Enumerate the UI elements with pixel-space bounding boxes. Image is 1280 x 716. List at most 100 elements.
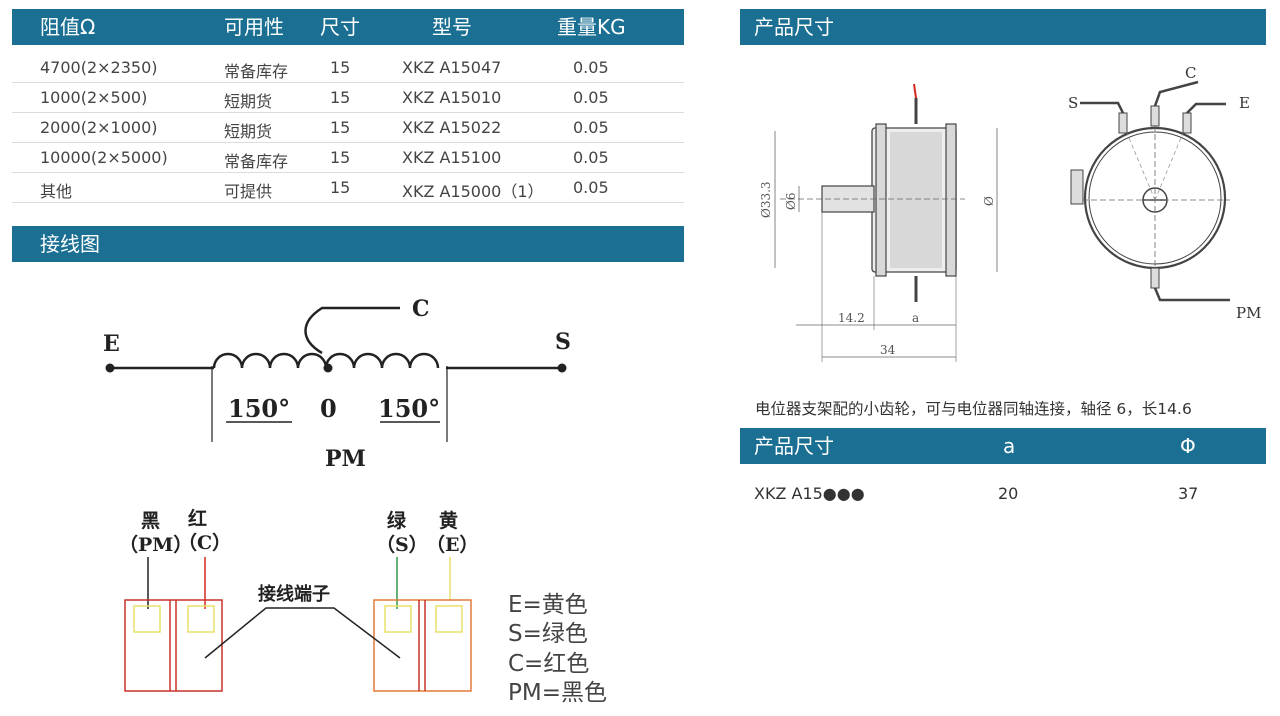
size-cell-phi: 37	[1178, 484, 1199, 503]
pin-c-wire	[1153, 80, 1199, 107]
size-cell-model: XKZ A15●●●	[754, 484, 865, 503]
wiper-guide-1	[1123, 125, 1156, 201]
terminal-block-left	[124, 599, 223, 692]
color-legend-c: C=红色	[508, 651, 590, 677]
color-legend-s: S=绿色	[508, 621, 588, 647]
pin-c-housing	[1150, 105, 1160, 127]
terminal-yellow-signal: （E）	[426, 533, 478, 556]
terminal-black-label: 黑	[141, 510, 160, 532]
wiring-section-header: 接线图	[12, 226, 684, 262]
solder-pad-yellow	[435, 605, 463, 633]
cell-size: 15	[330, 58, 351, 77]
cell-resistance: 10000(2×5000)	[40, 148, 168, 167]
cell-weight: 0.05	[573, 88, 609, 107]
dim-label-phi: Ø	[982, 196, 996, 206]
cell-size: 15	[330, 88, 351, 107]
dim-label-6: Ø6	[784, 193, 798, 210]
table-row: 2000(2×1000) 短期货 15 XKZ A15022 0.05	[12, 112, 684, 143]
cell-availability: 可提供	[224, 182, 273, 201]
color-legend-e: E=黄色	[508, 592, 588, 618]
terminal-block-right	[373, 599, 472, 692]
cell-model: XKZ A15047	[402, 58, 502, 77]
size-table-header: 产品尺寸 a Φ	[740, 428, 1266, 464]
cell-resistance: 2000(2×1000)	[40, 118, 158, 137]
header-resistance: 阻值Ω	[40, 15, 96, 39]
table-row: 4700(2×2350) 常备库存 15 XKZ A15047 0.05	[12, 52, 684, 83]
terminal-pm-dot	[323, 363, 333, 373]
terminal-callout-label: 接线端子	[258, 583, 330, 605]
dim-label-34: 34	[880, 343, 896, 357]
label-angle-right: 150°	[378, 394, 440, 423]
wiring-title: 接线图	[40, 232, 100, 256]
cell-weight: 0.05	[573, 58, 609, 77]
cell-resistance: 4700(2×2350)	[40, 58, 158, 77]
size-header-a: a	[1003, 434, 1016, 458]
dim-label-33: Ø33.3	[759, 181, 773, 218]
cell-availability: 常备库存	[224, 152, 289, 171]
cell-availability: 短期货	[224, 92, 273, 111]
terminal-black-signal: （PM）	[119, 533, 192, 556]
label-zero: 0	[320, 394, 337, 423]
label-angle-left: 150°	[228, 394, 290, 423]
solder-pad-green	[384, 605, 412, 633]
header-model: 型号	[432, 15, 472, 39]
pin-label-s: S	[1068, 94, 1078, 112]
pin-pm-wire	[1153, 287, 1230, 302]
cell-size: 15	[330, 118, 351, 137]
cell-weight: 0.05	[573, 178, 609, 197]
pin-label-e: E	[1239, 94, 1250, 112]
cell-model: XKZ A15100	[402, 148, 502, 167]
pin-e-housing	[1182, 112, 1192, 134]
wiper-guide-2	[1154, 125, 1187, 201]
dim-label-a: a	[912, 311, 919, 325]
header-size: 尺寸	[320, 15, 360, 39]
cell-size: 15	[330, 178, 351, 197]
body-shading	[890, 132, 942, 268]
terminal-green-signal: （S）	[376, 533, 428, 556]
solder-pad-red	[187, 605, 215, 633]
label-s: S	[555, 329, 571, 355]
cell-model: XKZ A15022	[402, 118, 502, 137]
size-table-row: XKZ A15●●● 20 37	[740, 482, 1266, 508]
size-header-product: 产品尺寸	[754, 434, 834, 458]
cell-availability: 短期货	[224, 122, 273, 141]
label-pm: PM	[325, 446, 366, 472]
cell-weight: 0.05	[573, 148, 609, 167]
wiring-diagram: E S C 150° 0 150° PM 黑 （PM） 红 （C） 绿 （S） …	[103, 296, 571, 692]
dim-label-142: 14.2	[838, 311, 865, 325]
terminal-red-signal: （C）	[178, 531, 231, 554]
label-e: E	[103, 331, 120, 357]
pin-s-housing	[1118, 112, 1128, 134]
header-availability: 可用性	[224, 15, 284, 39]
table-row: 1000(2×500) 短期货 15 XKZ A15010 0.05	[12, 82, 684, 113]
terminal-green-label: 绿	[387, 509, 407, 532]
header-weight: 重量KG	[557, 15, 626, 39]
pin-e-wire	[1186, 102, 1226, 114]
color-legend-pm: PM=黑色	[508, 680, 607, 706]
cell-resistance: 1000(2×500)	[40, 88, 148, 107]
wiper-c	[304, 306, 400, 355]
cell-model: XKZ A15000（1）	[402, 182, 544, 201]
dimensions-section-header: 产品尺寸	[740, 9, 1266, 45]
pin-pm-housing	[1150, 267, 1160, 289]
cell-resistance: 其他	[40, 182, 73, 201]
table-row: 10000(2×5000) 常备库存 15 XKZ A15100 0.05	[12, 142, 684, 173]
cell-size: 15	[330, 148, 351, 167]
flange-right	[945, 123, 957, 277]
pin-s-wire	[1080, 101, 1125, 114]
pin-label-pm: PM	[1236, 304, 1261, 322]
spec-table-header: 阻值Ω 可用性 尺寸 型号 重量KG	[12, 9, 684, 45]
size-cell-a: 20	[998, 484, 1019, 503]
mount-tab	[1070, 169, 1084, 205]
dimensions-title: 产品尺寸	[754, 15, 834, 39]
solder-pad-black	[133, 605, 161, 633]
callout-leader	[204, 607, 401, 659]
pin-label-c: C	[1185, 64, 1196, 82]
terminal-yellow-label: 黄	[439, 509, 458, 532]
cell-model: XKZ A15010	[402, 88, 502, 107]
size-header-phi: Φ	[1180, 434, 1196, 458]
lead-top-red	[913, 83, 917, 99]
table-row: 其他 可提供 15 XKZ A15000（1） 0.05	[12, 172, 684, 203]
dimension-drawing: Ø33.3 Ø6 Ø 14.2 a 34 S C E PM	[759, 64, 1261, 362]
terminal-red-label: 红	[188, 507, 207, 530]
